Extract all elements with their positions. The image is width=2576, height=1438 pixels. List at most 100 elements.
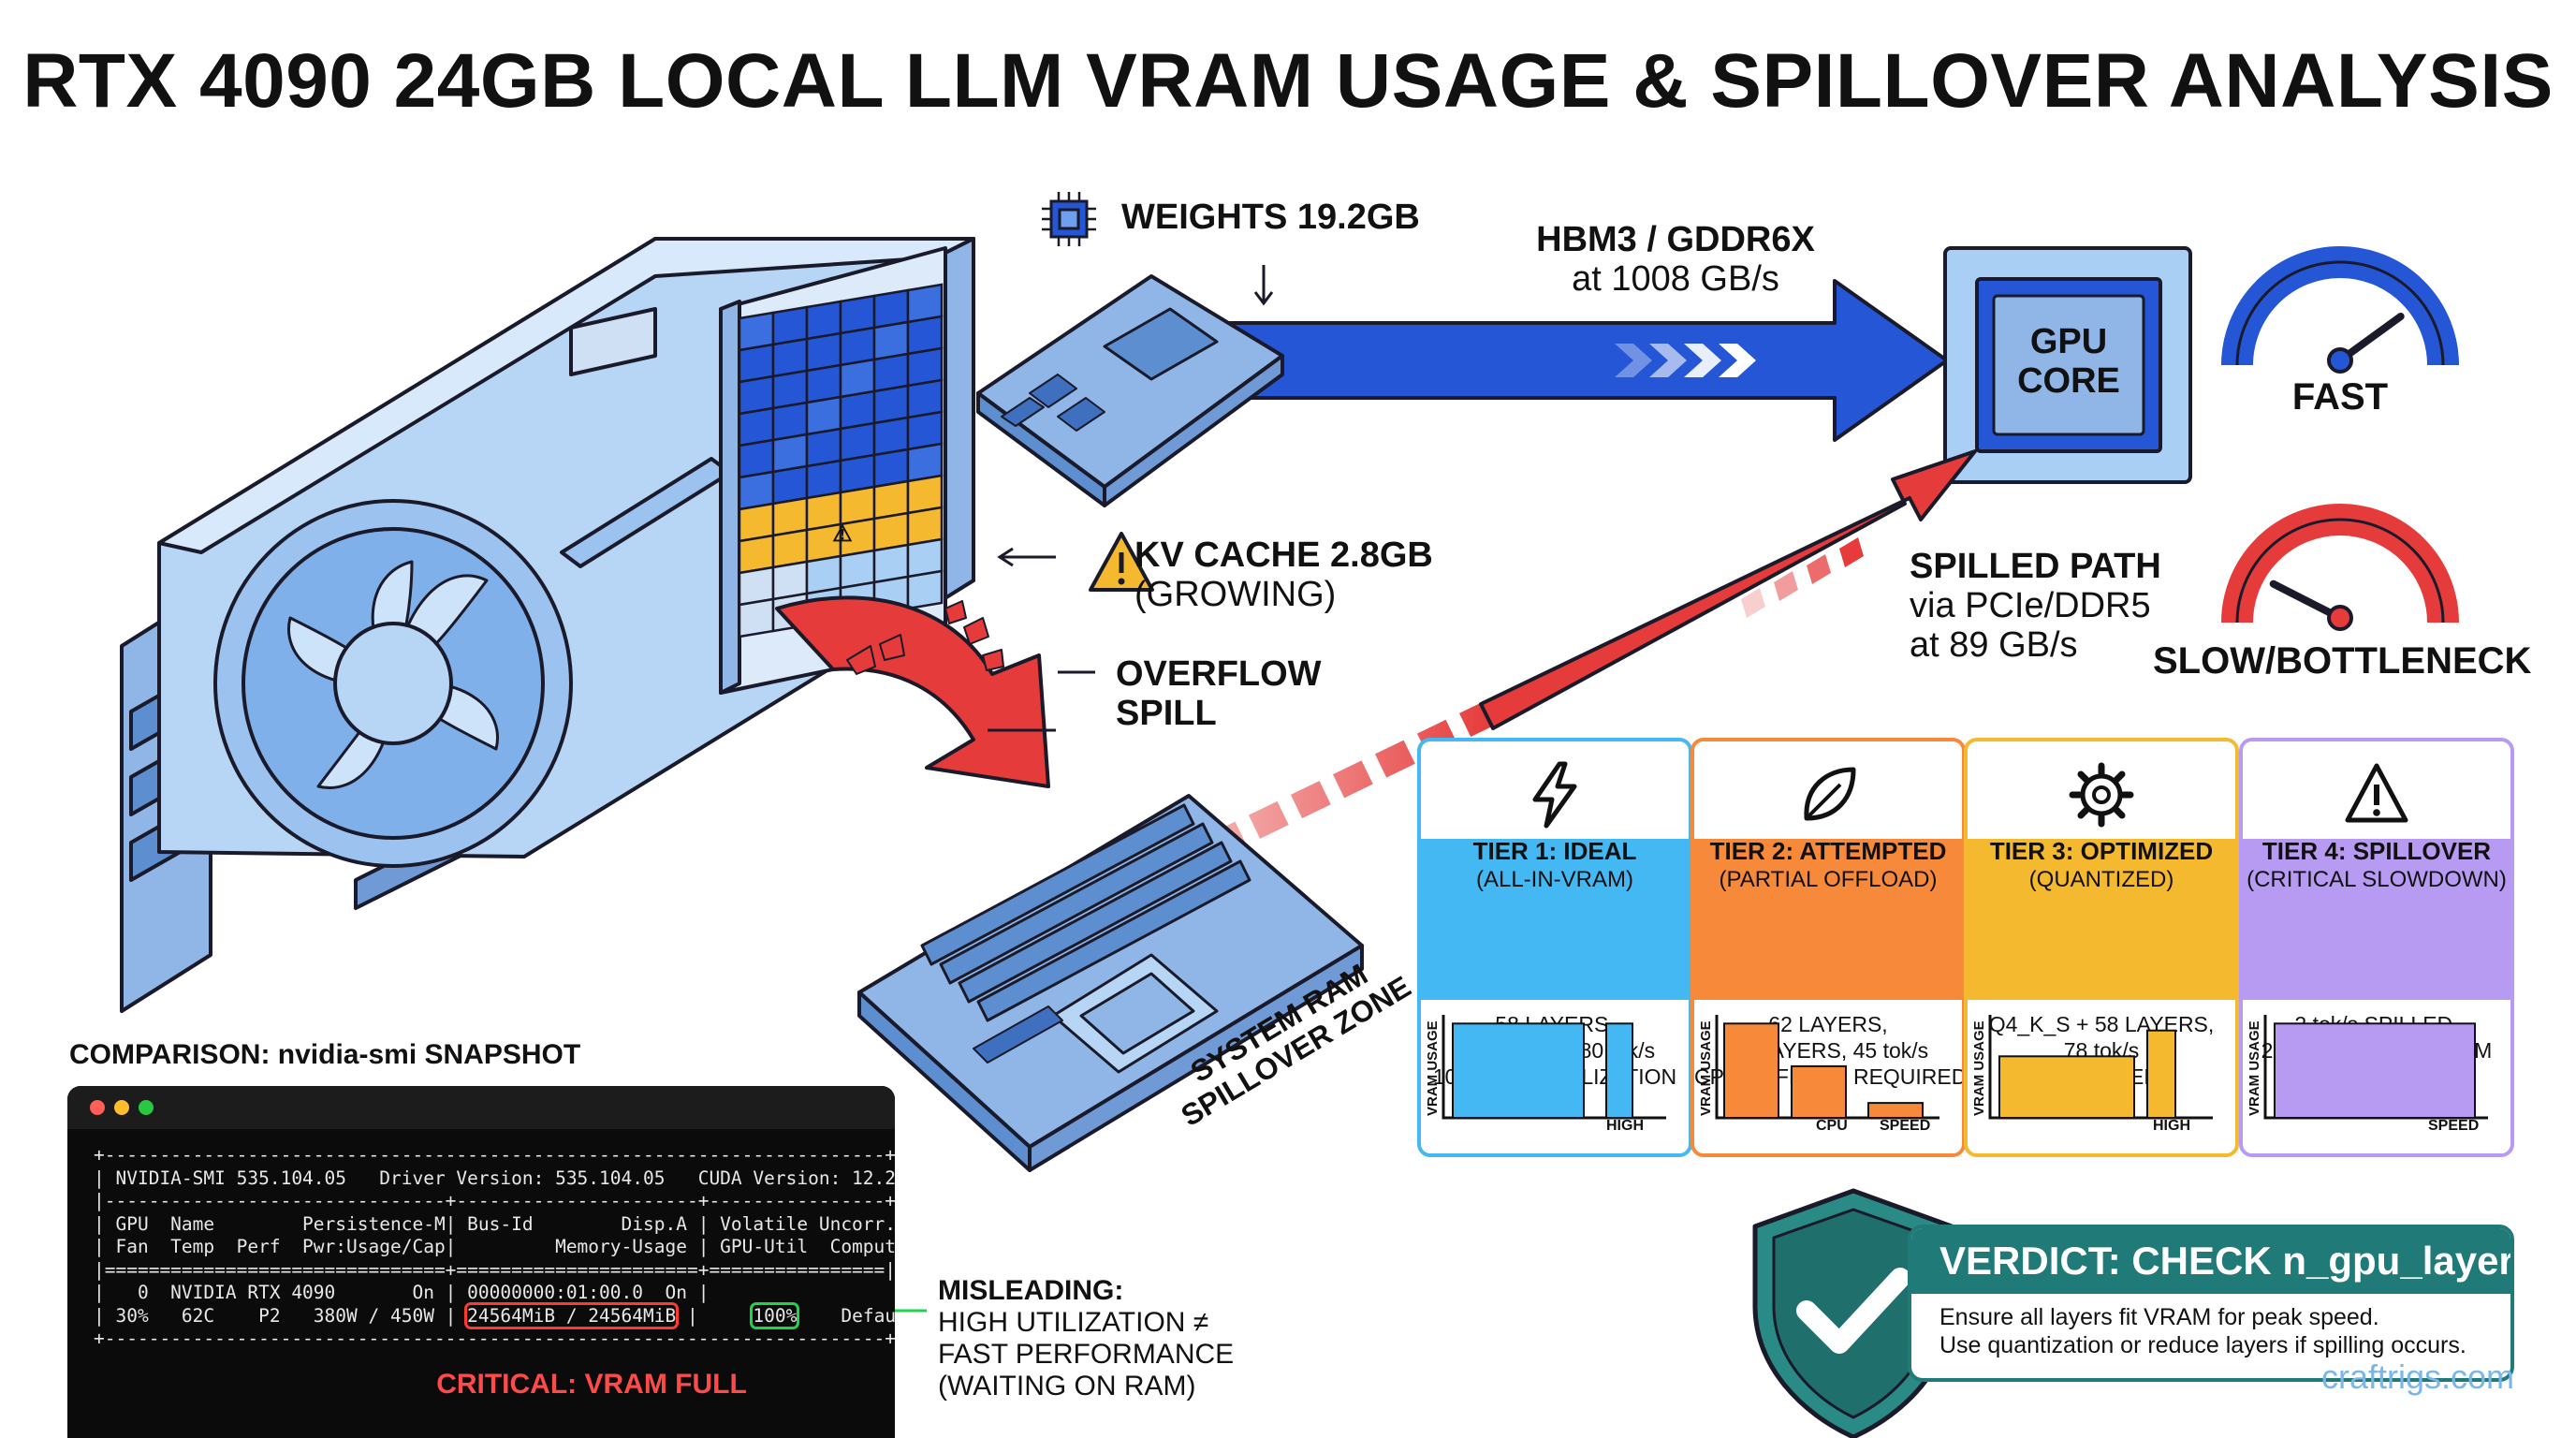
tier-chart-xlabel: HIGH: [1606, 1118, 1644, 1134]
page-title: RTX 4090 24GB LOCAL LLM VRAM USAGE & SPI…: [22, 38, 2554, 124]
tier-title: TIER 3: OPTIMIZED: [1989, 837, 2214, 865]
slow-bottleneck-label: SLOW/BOTTLENECK: [2153, 640, 2532, 682]
overflow-spill-arrow: [775, 595, 1050, 788]
chart-axis: [1988, 1015, 2213, 1120]
tier-subtitle: (PARTIAL OFFLOAD): [1719, 867, 1938, 892]
vram-chip-grid: [738, 283, 944, 638]
tier-card-4: TIER 4: SPILLOVER(CRITICAL SLOWDOWN)2 to…: [2239, 738, 2514, 1157]
vram-chip: [738, 597, 775, 638]
critical-vram-full-label: CRITICAL: VRAM FULL: [436, 1369, 747, 1400]
verdict-title: VERDICT: CHECK n_gpu_layers: [1911, 1228, 2510, 1294]
weights-label: WEIGHTS 19.2GB: [1121, 198, 1420, 237]
gpu-card-illustration: [120, 237, 975, 1013]
kv-cache-title: KV CACHE 2.8GB: [1134, 536, 1433, 575]
misleading-note: MISLEADING: HIGH UTILIZATION ≠ FAST PERF…: [938, 1275, 1234, 1402]
terminal-lines: +---------------------------------------…: [94, 1144, 895, 1303]
comparison-heading: COMPARISON: nvidia-smi SNAPSHOT: [69, 1039, 581, 1070]
tier-subtitle: (CRITICAL SLOWDOWN): [2247, 867, 2507, 892]
memory-usage-highlight: 24564MiB / 24564MiB: [464, 1301, 680, 1329]
tier-subtitle: (ALL-IN-VRAM): [1475, 867, 1633, 892]
gear-icon: [2069, 760, 2134, 829]
tier-title: TIER 4: SPILLOVER: [2261, 837, 2492, 865]
usage-bar: [1791, 1064, 1847, 1119]
tier-usage-chart: [1442, 1015, 1666, 1120]
tier-chart-ylabel: VRAM USAGE: [2247, 1020, 2262, 1116]
verdict-line1: Ensure all layers fit VRAM for peak spee…: [1939, 1304, 2379, 1330]
fast-path-label: HBM3 / GDDR6X at 1008 GB/s: [1535, 220, 1816, 300]
tier-description-line: 62 LAYERS,: [1768, 1012, 1888, 1036]
tier-card-2: TIER 2: ATTEMPTED(PARTIAL OFFLOAD) 62 LAY…: [1690, 738, 1966, 1157]
gpu-util-highlight: 100%: [750, 1301, 800, 1329]
overflow-label-line1: OVERFLOW: [1116, 654, 1322, 694]
fast-gauge: [2221, 246, 2459, 374]
spilled-path-line2: via PCIe/DDR5: [1910, 585, 2151, 625]
tier-usage-chart: [1988, 1015, 2213, 1120]
usage-bar: [2274, 1022, 2476, 1119]
maximize-dot-icon[interactable]: [139, 1100, 154, 1115]
tier-card-1: TIER 1: IDEAL(ALL-IN-VRAM)58 LAYERS,58 L…: [1417, 738, 1692, 1157]
tier-card-3: TIER 3: OPTIMIZED(QUANTIZED) Q4_K_S + 58 …: [1964, 738, 2239, 1157]
usage-bar: [1723, 1022, 1779, 1119]
leaf-icon: [1795, 760, 1861, 829]
tier-chart-xlabel: SPEED: [1880, 1118, 1931, 1134]
gpu-core-label: GPU CORE: [1994, 322, 2144, 402]
terminal-output: +---------------------------------------…: [67, 1129, 895, 1351]
lightning-icon: [1522, 760, 1588, 829]
misleading-line4: (WAITING ON RAM): [938, 1371, 1196, 1401]
fast-path-line2: at 1008 GB/s: [1572, 258, 1779, 299]
warning-icon: [1089, 532, 1154, 592]
spilled-path-arrow: [1206, 449, 1977, 859]
misleading-line2: HIGH UTILIZATION ≠: [938, 1307, 1209, 1338]
gpu-core-line1: GPU: [2029, 322, 2108, 361]
system-ram-board: [857, 794, 1364, 1172]
close-dot-icon[interactable]: [90, 1100, 105, 1115]
vram-chip: [906, 569, 944, 610]
terminal-line-gpu-row: | 30% 62C P2 380W / 450W |: [94, 1304, 468, 1327]
tier-header: TIER 2: ATTEMPTED(PARTIAL OFFLOAD): [1694, 767, 1962, 1000]
overflow-label-line2: SPILL: [1116, 693, 1217, 733]
tier-chart-ylabel: VRAM USAGE: [1698, 1020, 1714, 1116]
fast-label: FAST: [2291, 376, 2389, 418]
usage-bar: [1998, 1055, 2135, 1119]
terminal-titlebar: [67, 1086, 895, 1129]
overflow-spill-label: OVERFLOW SPILL: [1116, 654, 1322, 734]
fast-path-arrow: [1206, 279, 1949, 442]
verdict-box: VERDICT: CHECK n_gpu_layers Ensure all l…: [1908, 1225, 2514, 1382]
usage-bar: [1605, 1022, 1633, 1119]
tier-header: TIER 4: SPILLOVER(CRITICAL SLOWDOWN): [2243, 763, 2510, 1000]
chart-axis: [1442, 1015, 1666, 1120]
memory-chip-icon: [1042, 192, 1096, 246]
usage-bar: [1867, 1102, 1924, 1119]
spilled-path-line3: at 89 GB/s: [1910, 624, 2078, 665]
gpu-core-chip: [1943, 246, 2192, 484]
fast-path-line1: HBM3 / GDDR6X: [1536, 220, 1815, 259]
slow-gauge: [2221, 504, 2459, 631]
usage-bar: [2146, 1029, 2176, 1120]
label-leader-lines: [988, 547, 1095, 732]
spilled-path-label: SPILLED PATH via PCIe/DDR5 at 89 GB/s: [1910, 547, 2161, 665]
minimize-dot-icon[interactable]: [114, 1100, 129, 1115]
gpu-core-line2: CORE: [2017, 360, 2120, 401]
tier-description-line: Q4_K_S + 58 LAYERS,: [1988, 1012, 2215, 1036]
tier-chart-ylabel: VRAM USAGE: [1971, 1020, 1987, 1116]
tier-title: TIER 1: IDEAL: [1472, 837, 1637, 865]
tier-header: TIER 1: IDEAL(ALL-IN-VRAM): [1421, 761, 1689, 1000]
tier-usage-chart: [1715, 1015, 1939, 1120]
tier-usage-chart: [2263, 1015, 2488, 1120]
tier-chart-xlabel: SPEED: [2428, 1118, 2480, 1134]
tier-chart-xlabel: CPU: [1816, 1118, 1848, 1134]
chart-axis: [1715, 1015, 1939, 1120]
tier-chart-ylabel: VRAM USAGE: [1425, 1020, 1441, 1116]
terminal-bottom-line: +---------------------------------------…: [94, 1328, 895, 1349]
warning-icon: [2344, 760, 2409, 829]
kv-warning-glyph: ⚠: [832, 521, 853, 547]
compute-mode: Default: [841, 1304, 895, 1327]
misleading-line3: FAST PERFORMANCE: [938, 1339, 1235, 1370]
tier-title: TIER 2: ATTEMPTED: [1709, 837, 1947, 865]
nvidia-smi-terminal: +---------------------------------------…: [67, 1086, 895, 1438]
verdict-line2: Use quantization or reduce layers if spi…: [1939, 1332, 2466, 1358]
tier-chart-xlabel: HIGH: [2153, 1118, 2190, 1134]
spilled-path-line1: SPILLED PATH: [1910, 547, 2161, 586]
tier-header: TIER 3: OPTIMIZED(QUANTIZED): [1968, 762, 2235, 1000]
